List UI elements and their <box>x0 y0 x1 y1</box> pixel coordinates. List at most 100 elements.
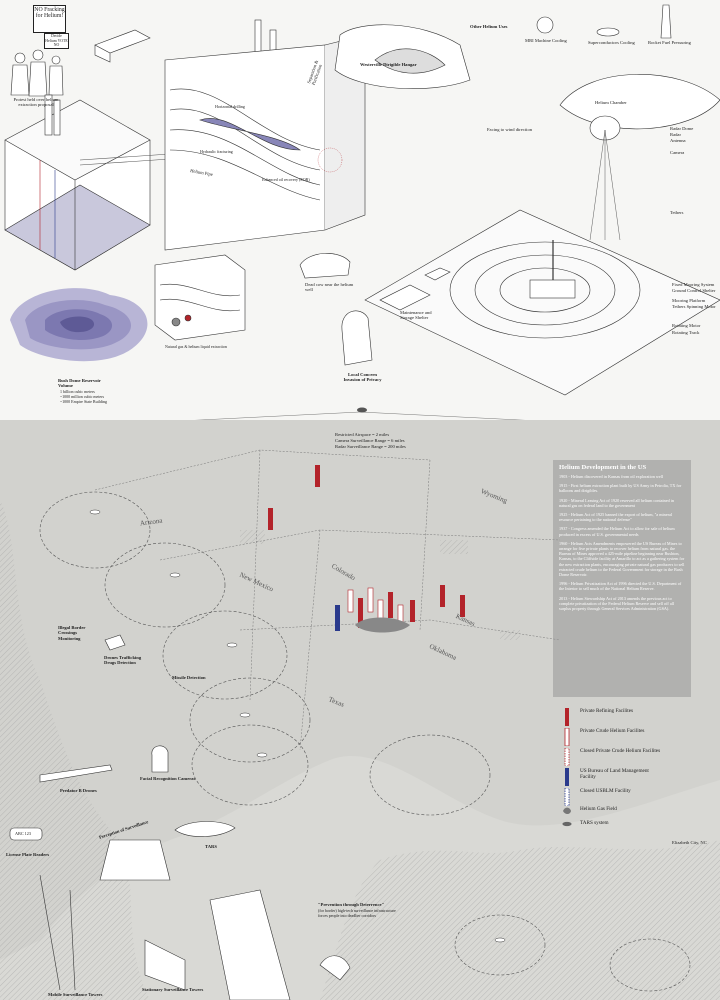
range-camera: Camera Surveillance Range = 6 miles <box>335 438 405 443</box>
tars-map-3 <box>226 642 238 648</box>
axonometric-drawing <box>4 4 720 420</box>
local-concern-label: Local Concern Invasion of Privacy <box>343 372 382 383</box>
facial-camera-icon <box>151 745 169 773</box>
truck-icon <box>94 29 151 63</box>
stationary-tower-icon <box>144 939 186 991</box>
predator-label: Predator B Drones <box>60 788 97 793</box>
maintenance-label: Maintenance and Storage Shelter <box>400 310 432 321</box>
gas-field-icon <box>563 807 571 814</box>
timeline-event: 1920 - Mineral Leasing Act of 1920 reser… <box>559 497 675 508</box>
bush-dome-volume <box>10 288 148 362</box>
dead-cow-label: Dead cow near the helium well <box>305 282 354 293</box>
radar-dome-label: Radar Dome <box>670 126 694 131</box>
tars-blimp <box>559 74 720 130</box>
closed-blm-icon <box>564 788 570 806</box>
tars-map-5 <box>256 752 268 758</box>
bush-dome-note1: 1 billion cubic meters <box>60 389 95 394</box>
superconductors-label: Superconductors Cooling <box>588 40 635 45</box>
antenna-label: Antenna <box>670 138 686 143</box>
rotating-track-label: Rotating Track <box>672 330 700 335</box>
head-icon <box>341 310 373 366</box>
perception-tower <box>99 839 171 881</box>
mobile-towers-label: Mobile Surveillance Towers <box>48 992 103 997</box>
border-wall-icon <box>209 889 291 1000</box>
hydraulic-fracturing-label: Hydraulic fracturing <box>200 149 233 154</box>
tars-icon-small <box>357 407 367 413</box>
drones-trafficking-label: Drones Trafficking Drugs Detection <box>104 655 142 666</box>
license-plate-label: License Plate Readers <box>6 852 50 857</box>
mooring-platform <box>364 209 720 396</box>
legend-item-closed-blm: Closed USBLM Facility <box>562 788 631 806</box>
mri-label: MRI Machine Cooling <box>525 38 567 43</box>
mooring-platform-label: Mooring Platform <box>672 298 706 303</box>
stationary-towers-label: Stationary Surveillance Towers <box>142 987 204 992</box>
helium-chamber-label: Helium Chamber <box>595 100 627 105</box>
fixed-mooring-label: Fixed Mooring System <box>672 282 715 287</box>
timeline-event: 1915 - First helium extraction plant bui… <box>559 483 682 494</box>
crude-icon <box>564 728 570 746</box>
facing-wind-label: Facing to wind direction <box>487 127 533 132</box>
facility-markers <box>268 465 465 633</box>
legend-item-private-refining: Private Refining Facilites <box>562 708 633 726</box>
superconductor-icon <box>596 27 620 37</box>
crawling-person-icon <box>319 955 351 981</box>
range-restricted: Restricted Airspace = 2 miles <box>335 432 390 437</box>
tars-map-4 <box>239 712 251 718</box>
tethers-label: Tethers <box>670 210 684 215</box>
blm-icon <box>565 768 569 786</box>
rotating-motor-label: Rotating Motor <box>672 323 701 328</box>
timeline-event: 1903 - Helium discovered in Kansas from … <box>559 474 664 479</box>
radar-ranges <box>39 491 691 992</box>
protest-caption: Protest held over helium extraction prop… <box>13 97 59 108</box>
predator-drone-icon <box>39 764 113 783</box>
timeline-event: 1960 - Helium Acts Amendments empowered … <box>559 540 685 578</box>
legend-item-tars: TARS system <box>562 820 609 827</box>
timeline-event: 1937 - Congress amended the Helium Act t… <box>559 526 675 537</box>
dead-cow-icon <box>299 253 351 279</box>
tars-illustration <box>174 821 236 837</box>
sonar-label: Natural gas & helium liquid extraction <box>165 344 227 349</box>
protest-sign-secondary: Decide Helium VOTE NO <box>44 33 69 49</box>
illegal-crossings-label: Illegal Border Crossings Monitoring <box>58 625 86 641</box>
camera-label: Camera <box>670 150 685 155</box>
bush-dome-label: Bush Dome Reservoir Volume <box>58 378 101 389</box>
range-radar: Radar Surveillance Range = 200 miles <box>335 444 406 449</box>
protesters-figure <box>10 49 64 97</box>
closed-private-icon <box>564 748 570 766</box>
tars-map-1 <box>89 509 101 515</box>
axonometric-section: NO Fracking for Helium! Decide Helium VO… <box>0 0 720 420</box>
tethers-spinning-label: Tethers Spinning Motor <box>672 304 716 309</box>
facial-label: Facial Recognition Cameras <box>140 776 196 781</box>
refining-icon <box>565 708 569 726</box>
helium-timeline: Helium Development in the US 1903 - Heli… <box>553 460 691 697</box>
mri-icon <box>536 16 554 34</box>
legend-item-closed-private: Closed Private Crude Helium Facilites <box>562 748 660 766</box>
rocket-icon <box>660 4 672 39</box>
legend-item-gas-field: Helium Gas Field <box>562 806 617 814</box>
timeline-event: 2013 - Helium Stewardship Act of 2013 am… <box>559 595 675 612</box>
other-uses-label: Other Helium Uses <box>470 24 508 29</box>
timeline-title: Helium Development in the US <box>559 464 647 471</box>
ground-control-label: Ground Control Shelter <box>672 288 716 293</box>
bush-dome-note3: ~1000 Empire State Building <box>60 399 107 404</box>
plate-text: ABC 123 <box>15 831 31 836</box>
hangar-label: Westerville Dirigible Hangar <box>360 62 417 67</box>
elizabeth-city-label: Elizabeth City, NC <box>672 840 707 845</box>
rocket-label: Rocket Fuel Pressuring <box>648 40 691 45</box>
missile-label: Missile Detection <box>172 675 206 680</box>
tars-legend-icon <box>562 821 572 827</box>
bush-dome-note2: ~1000 million cubic meters <box>60 394 105 399</box>
timeline-event: 1996 - Helium Privatization Act of 1996 … <box>559 581 682 592</box>
horizontal-drilling-label: Horizontal drilling <box>215 104 245 109</box>
legend-item-private-crude: Private Crude Helium Facilites <box>562 728 644 746</box>
enhanced-oil-label: Enhanced oil recovery (EOR) <box>262 177 310 182</box>
prevention-label: "Prevention through Deterrence" <box>318 902 385 907</box>
protest-sign: NO Fracking for Helium! <box>33 5 66 33</box>
map-section: Restricted Airspace = 2 miles Camera Sur… <box>0 420 720 1000</box>
prevention-note: (for border) high-tech surveillance infr… <box>318 908 396 918</box>
timeline-event: 1925 - Helium Act of 1925 banned the exp… <box>559 512 672 523</box>
drone-icon <box>104 634 126 651</box>
tars-map-2 <box>169 572 181 578</box>
radar-label: Radar <box>670 132 681 137</box>
legend-item-blm: US Bureau of Land Management Facility <box>562 768 650 786</box>
